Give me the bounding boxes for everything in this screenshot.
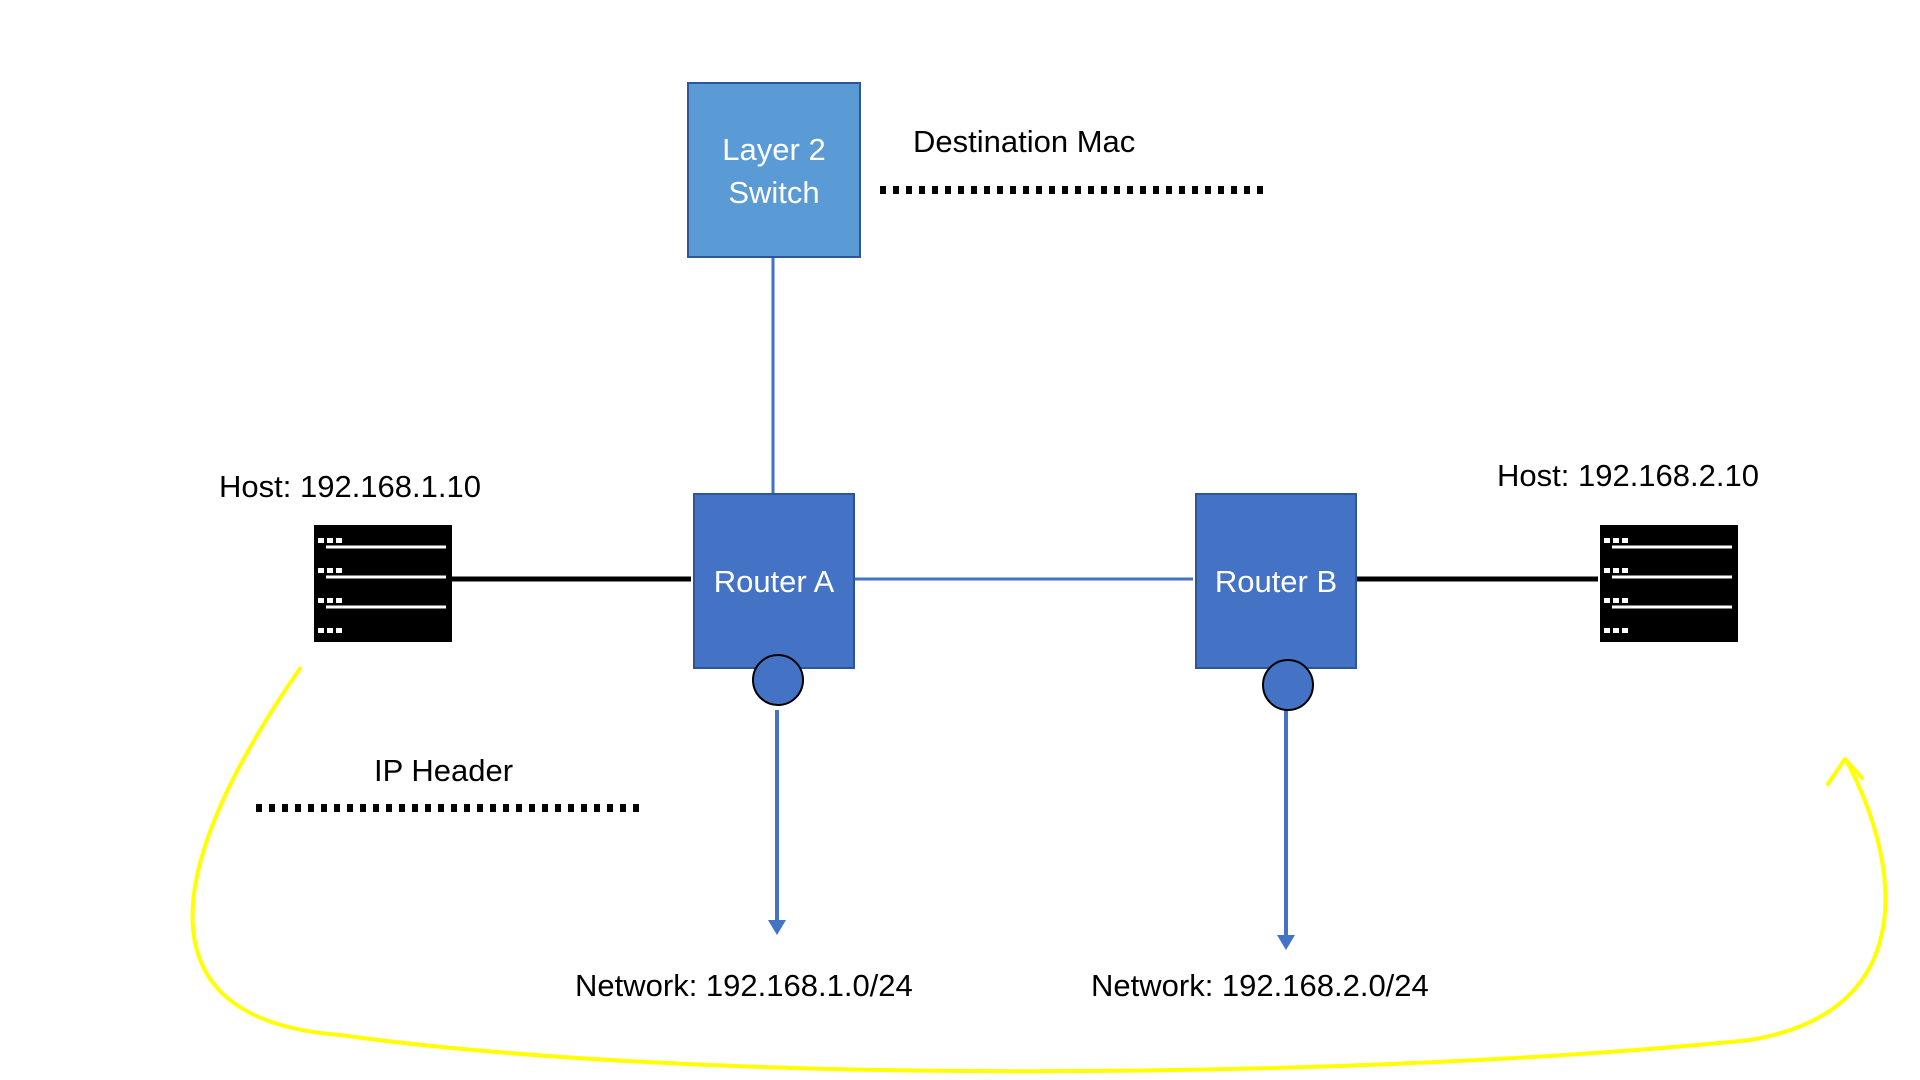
layer2-switch-box[interactable] bbox=[687, 82, 861, 258]
router-b-box[interactable] bbox=[1195, 493, 1357, 669]
router-a-label: Router A bbox=[714, 564, 835, 599]
network-right-label: Network: 192.168.2.0/24 bbox=[1091, 968, 1429, 1003]
server-rack-icon[interactable] bbox=[1600, 525, 1738, 642]
server-rack-icon[interactable] bbox=[314, 525, 452, 642]
switch-label-line1: Layer 2 bbox=[722, 132, 825, 167]
arrowhead-network-right bbox=[1277, 935, 1295, 950]
switch-label-line2: Switch bbox=[728, 175, 819, 210]
router-b-interface-port bbox=[1262, 659, 1314, 711]
destination-mac-label: Destination Mac bbox=[913, 124, 1135, 159]
arrowhead-network-left bbox=[768, 920, 786, 935]
ip-header-label: IP Header bbox=[374, 753, 513, 788]
host-right-label: Host: 192.168.2.10 bbox=[1497, 458, 1759, 493]
packet-path-arrowhead bbox=[1826, 757, 1864, 786]
packet-path-arrow bbox=[190, 665, 1888, 1074]
network-left-label: Network: 192.168.1.0/24 bbox=[575, 968, 913, 1003]
router-a-interface-port bbox=[752, 654, 804, 706]
router-b-label: Router B bbox=[1215, 564, 1337, 599]
host-left-label: Host: 192.168.1.10 bbox=[219, 469, 481, 504]
